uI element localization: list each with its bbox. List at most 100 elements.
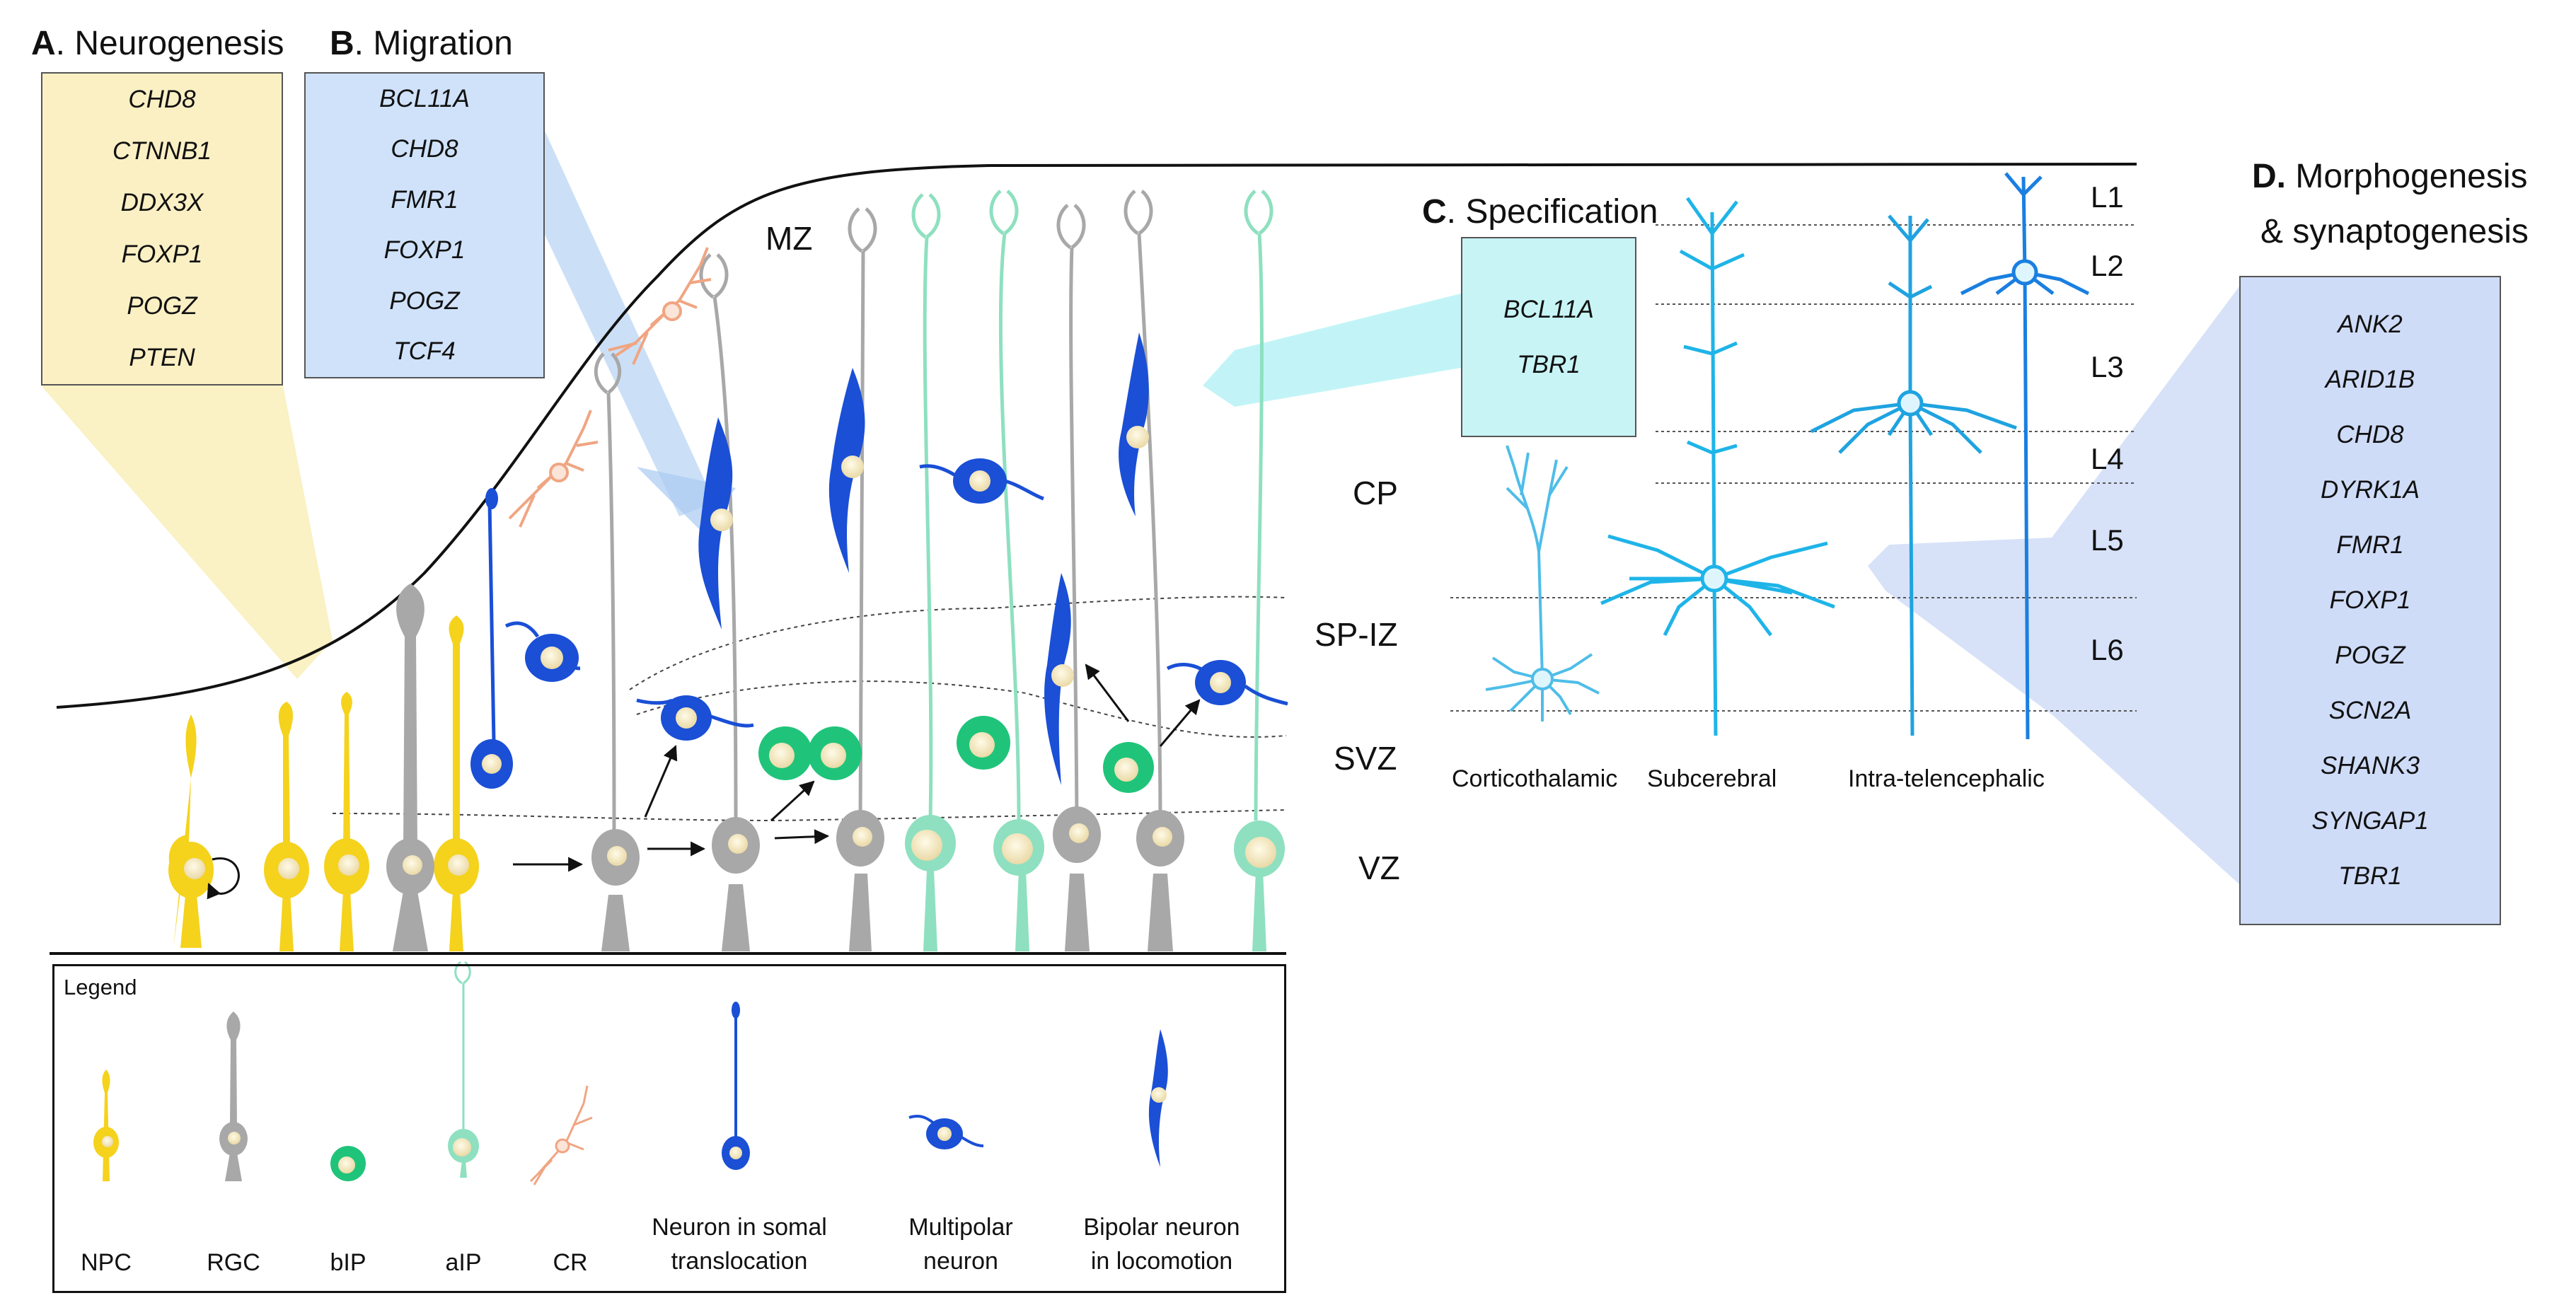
somal-translocation-neuron (487, 502, 496, 743)
subcerebral-neuron (1600, 197, 1835, 736)
zone-label-sp-iz: SP-IZ (1315, 616, 1398, 653)
specification-title: C. Specification (1422, 192, 1658, 231)
zone-label-mz: MZ (766, 220, 813, 257)
gene-label: CHD8 (391, 135, 458, 163)
l2-neuron (1960, 172, 2090, 740)
morphogenesis-pointer (1868, 286, 2239, 884)
legend-label-cr: CR (553, 1246, 587, 1280)
gene-label: FMR1 (2336, 531, 2404, 559)
specification-gene-box: BCL11A TBR1 (1461, 237, 1636, 437)
gene-label: SHANK3 (2320, 752, 2420, 779)
legend-label-bip: bIP (330, 1246, 366, 1280)
intra-telencephalic-label: Intra-telencephalic (1848, 765, 2045, 792)
projection-neurons (1485, 172, 2090, 740)
specification-pointer (1203, 294, 1461, 407)
gene-label: SYNGAP1 (2311, 807, 2429, 835)
gene-label: SCN2A (2328, 697, 2412, 724)
neurogenesis-gene-box: CHD8 CTNNB1 DDX3X FOXP1 POGZ PTEN (41, 72, 283, 386)
legend-label-line1: Neuron in somal (652, 1214, 827, 1241)
specification-title-text: . Specification (1446, 193, 1658, 231)
legend-npc-icon (93, 1070, 119, 1181)
legend-label-line1: NPC (81, 1249, 132, 1276)
legend-bip-icon (330, 1146, 366, 1181)
legend-label-line1: RGC (207, 1249, 260, 1276)
migration-title-text: . Migration (354, 25, 513, 62)
neurogenesis-letter: A (31, 25, 56, 62)
legend-somal-neuron-icon (722, 1002, 750, 1170)
gene-label: CHD8 (2336, 421, 2404, 448)
gene-label: CHD8 (128, 85, 196, 113)
migration-arrows (513, 663, 1201, 872)
legend-label-bipolar: Bipolar neuron in locomotion (1083, 1211, 1240, 1278)
gene-label: TBR1 (2338, 862, 2402, 890)
gene-label: BCL11A (379, 84, 470, 112)
npc-cell (324, 692, 369, 951)
gene-label: PTEN (129, 344, 195, 372)
layer-label-l6: L6 (2091, 633, 2124, 666)
layer-label-l4: L4 (2091, 442, 2124, 475)
gene-label: DDX3X (120, 188, 204, 216)
migration-title: B. Migration (330, 24, 513, 63)
gene-label: POGZ (127, 292, 197, 320)
legend-label-line1: Multipolar (908, 1214, 1013, 1241)
legend-label-somal-translocation: Neuron in somal translocation (652, 1211, 827, 1278)
legend-label-line1: bIP (330, 1249, 366, 1276)
intra-telencephalic-neuron (1810, 214, 2017, 736)
zone-label-svz: SVZ (1334, 740, 1397, 777)
gene-label: POGZ (2335, 642, 2405, 669)
aip-fibers (911, 190, 1273, 821)
neurogenesis-pointer (41, 386, 333, 679)
legend-label-line1: Bipolar neuron (1083, 1214, 1240, 1241)
gene-label: TBR1 (1517, 350, 1581, 378)
legend-label-npc: NPC (81, 1246, 132, 1280)
cortex-outline (50, 163, 2137, 955)
migration-letter: B (330, 25, 354, 62)
gene-label: ANK2 (2338, 311, 2403, 338)
legend-label-line2: translocation (671, 1247, 808, 1275)
legend-label-aip: aIP (445, 1246, 481, 1280)
legend-title: Legend (64, 975, 137, 999)
zone-label-cp: CP (1353, 475, 1398, 511)
iz-svz-boundary (636, 680, 1287, 738)
legend-label-rgc: RGC (207, 1246, 260, 1280)
legend-bipolar-neuron-icon (1148, 1029, 1168, 1167)
legend-label-line1: aIP (445, 1249, 482, 1276)
corticothalamic-neuron (1485, 445, 1600, 721)
cr-cells (508, 247, 712, 528)
migrating-neurons (470, 332, 1288, 789)
rgc-fibers (594, 190, 1162, 832)
panel-pointers (41, 131, 2239, 884)
gene-label: FOXP1 (121, 240, 203, 269)
neurogenesis-title: A. Neurogenesis (31, 24, 284, 63)
legend-icons (93, 961, 1168, 1186)
svz-vz-boundary (332, 809, 1287, 822)
legend-label-line1: CR (553, 1249, 588, 1276)
pial-surface (56, 163, 2137, 709)
gene-label: CTNNB1 (112, 137, 212, 165)
gene-label: FMR1 (391, 185, 458, 214)
gene-label: POGZ (389, 286, 460, 315)
layer-label-l1: L1 (2091, 180, 2124, 214)
legend-label-line2: neuron (923, 1247, 998, 1275)
migration-gene-box: BCL11A CHD8 FMR1 FOXP1 POGZ TCF4 (304, 72, 545, 378)
morphogenesis-title-line2: & synaptogenesis (2260, 213, 2529, 250)
npc-cells (168, 615, 479, 951)
aip-cells (905, 815, 1285, 951)
cp-iz-boundary (629, 596, 1287, 690)
legend-aip-icon (448, 961, 479, 1178)
layer-label-l2: L2 (2091, 249, 2124, 282)
neurogenesis-title-text: . Neurogenesis (55, 25, 284, 62)
specification-letter: C (1422, 193, 1447, 231)
gene-label: TCF4 (393, 337, 456, 366)
gene-label: ARID1B (2325, 366, 2415, 393)
corticothalamic-label: Corticothalamic (1452, 765, 1618, 792)
legend-label-multipolar: Multipolar neuron (908, 1211, 1012, 1278)
migration-pointer (495, 131, 715, 516)
legend-cr-icon (529, 1085, 593, 1186)
npc-cell (434, 615, 479, 951)
gene-label: DYRK1A (2320, 476, 2420, 504)
legend-label-line2: in locomotion (1090, 1247, 1233, 1275)
zone-label-vz: VZ (1358, 850, 1400, 886)
morphogenesis-title: D. Morphogenesis (2252, 157, 2528, 196)
